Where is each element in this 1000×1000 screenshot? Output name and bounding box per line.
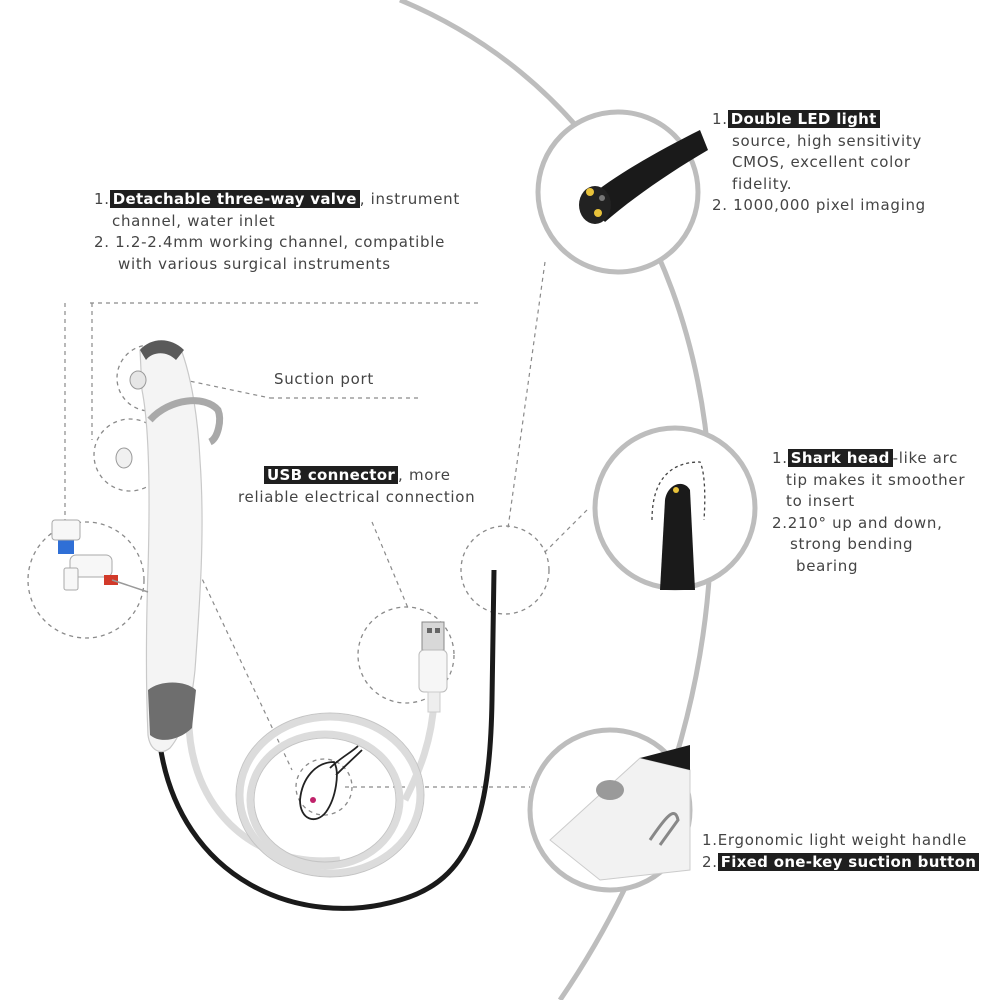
valve-line2b: with various surgical instruments	[118, 254, 391, 273]
three-way-valve-icon	[51, 519, 149, 593]
dashed-leaders	[64, 261, 588, 788]
led-cont1: source, high sensitivity	[732, 131, 923, 150]
shark-line2a: 2.210° up and down,	[772, 513, 943, 532]
shark-callout: 1.Shark head-like arc tip makes it smoot…	[772, 448, 965, 577]
shark-head-tip-icon	[651, 461, 706, 590]
zoom-circle-led	[535, 109, 708, 275]
shark-line2b: strong bending	[790, 535, 914, 553]
led-cont2: CMOS, excellent color	[732, 153, 911, 171]
handle-line1: 1.Ergonomic light weight handle	[702, 831, 968, 849]
shark-highlight: Shark head	[787, 449, 893, 467]
led-line2: 2. 1000,000 pixel imaging	[712, 196, 926, 214]
shark-cont1: tip makes it smoother	[786, 470, 966, 489]
usb-cont: reliable electrical connection	[238, 487, 476, 506]
handle-callout: 1.Ergonomic light weight handle 2.Fixed …	[702, 830, 980, 873]
usb-cable-outline	[235, 712, 425, 878]
zoom-circle-handle	[527, 727, 693, 893]
valve-cont: channel, water inlet	[112, 211, 276, 230]
endoscope-tip-icon	[579, 130, 708, 224]
usb-cable	[185, 699, 438, 877]
zoom-circle-shark	[592, 425, 758, 591]
suction-port-label: Suction port	[274, 370, 374, 388]
usb-rest: , more	[398, 466, 451, 484]
led-cont3: fidelity.	[732, 174, 793, 193]
handle-highlight: Fixed one-key suction button	[717, 852, 980, 871]
led-highlight: Double LED light	[727, 110, 880, 128]
handle-num2: 2.	[702, 852, 718, 871]
suction-button-icon	[549, 745, 691, 881]
valve-highlight: Detachable three-way valve	[109, 190, 360, 208]
valve-num1: 1.	[94, 190, 110, 208]
shark-rest: -like arc	[892, 449, 959, 467]
endoscope-handle	[115, 340, 224, 753]
led-callout: 1.Double LED light source, high sensitiv…	[712, 109, 926, 217]
shark-line2c: bearing	[796, 556, 859, 575]
usb-plug-icon	[418, 621, 448, 713]
led-num1: 1.	[712, 110, 728, 128]
valve-rest: , instrument	[359, 190, 460, 208]
valve-line2a: 2. 1.2-2.4mm working channel, compatible	[94, 233, 446, 251]
insertion-tube	[157, 569, 497, 911]
hand-icon	[299, 745, 363, 821]
hand-icon-dot	[310, 797, 316, 803]
usb-highlight: USB connector	[264, 466, 399, 484]
shark-num1: 1.	[772, 449, 788, 467]
valve-callout: 1.Detachable three-way valve, instrument…	[94, 189, 460, 275]
usb-callout: USB connector, more reliable electrical …	[238, 465, 475, 508]
shark-cont2: to insert	[786, 492, 855, 510]
